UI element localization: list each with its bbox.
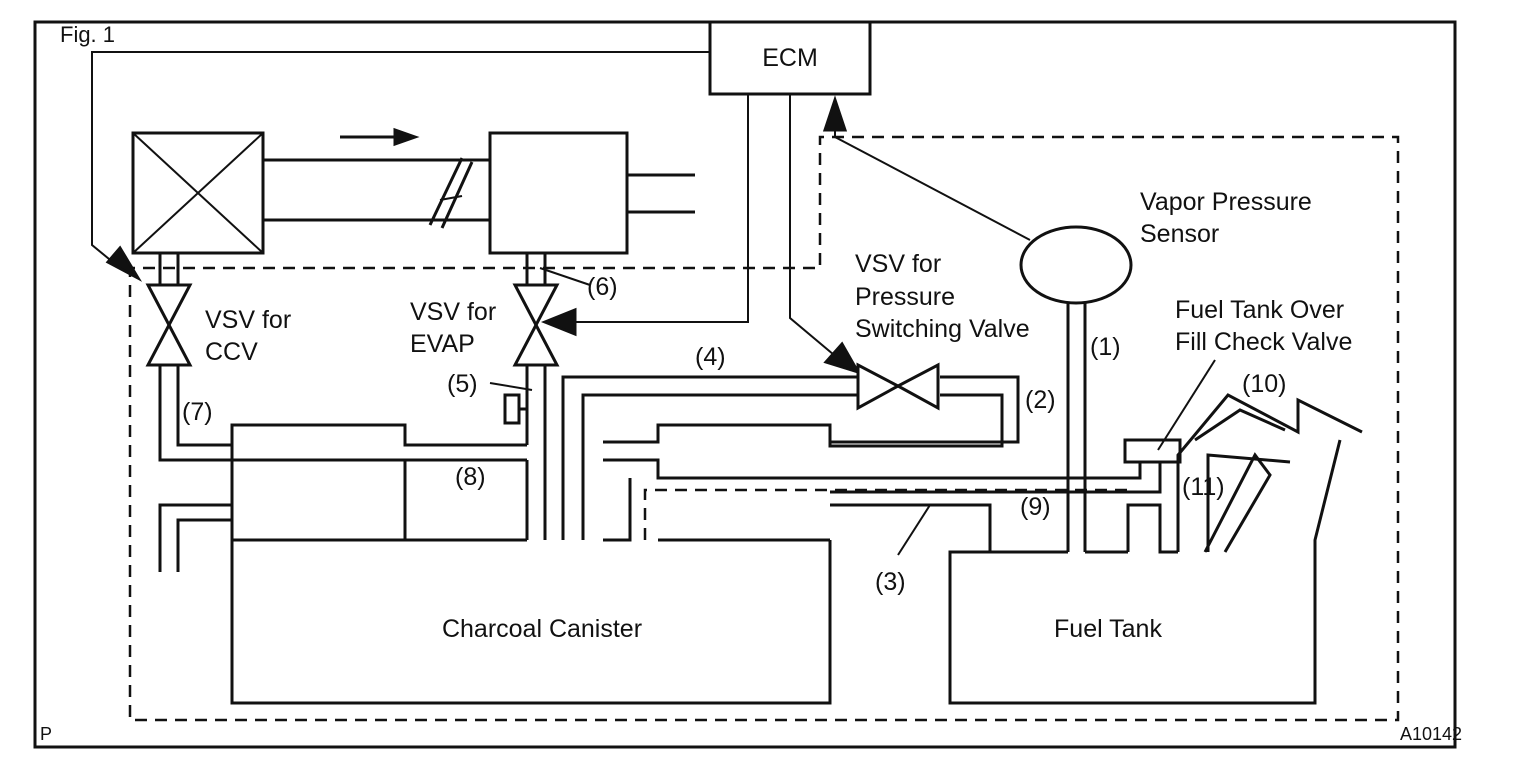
ecm-ccv-signal-line <box>91 51 710 269</box>
hose-3-upper <box>830 462 1142 480</box>
filler-neck <box>1194 408 1286 442</box>
hose-9-dashed <box>643 488 1128 540</box>
leader-5 <box>489 382 533 391</box>
over-fill-check-valve-icon <box>1123 438 1182 464</box>
fuel-tank-left-wall <box>1126 503 1178 554</box>
canister-middle-top <box>603 375 1020 444</box>
callout-2: (2) <box>1025 386 1056 414</box>
callout-8: (8) <box>455 463 486 491</box>
vsv-psv-label-2: Pressure <box>855 283 955 311</box>
callout-5: (5) <box>447 370 478 398</box>
filler-pipe-outer <box>1176 393 1363 552</box>
over-fill-label-2: Fill Check Valve <box>1175 328 1352 356</box>
vsv-ccv-label-2: CCV <box>205 338 258 366</box>
hose-7-left <box>158 365 232 462</box>
ecm-psv-signal-line <box>789 94 841 361</box>
ecm-label: ECM <box>762 44 818 72</box>
figure-code: A10142 <box>1400 724 1462 744</box>
leader-3 <box>897 504 931 556</box>
corner-label-p: P <box>40 724 52 744</box>
throttle-valve-icon <box>428 157 474 229</box>
filler-pipe-inner <box>1206 453 1291 552</box>
charcoal-canister-label: Charcoal Canister <box>442 615 642 643</box>
callout-9: (9) <box>1020 493 1051 521</box>
ccv-signal-arrowhead <box>105 245 143 282</box>
tube-11 <box>1203 452 1272 553</box>
over-fill-label-1: Fuel Tank Over <box>1175 296 1344 324</box>
vsv-ccv-valve-icon <box>145 283 193 367</box>
psv-signal-arrowhead <box>823 341 862 375</box>
evap-signal-arrowhead <box>540 307 577 337</box>
vapor-pressure-sensor-icon <box>1019 225 1133 305</box>
air-vent-left <box>158 503 232 572</box>
filter-icon <box>503 393 521 425</box>
figure-label: Fig. 1 <box>60 22 115 47</box>
callout-4: (4) <box>695 343 726 371</box>
intake-manifold-box <box>488 131 629 255</box>
vsv-psv-label-3: Switching Valve <box>855 315 1030 343</box>
canister-lower-left <box>603 478 632 542</box>
ecm-evap-signal-line <box>570 94 749 323</box>
sensor-signal-arrowhead <box>822 95 848 132</box>
canister-chamber-8 <box>232 458 407 540</box>
callout-7: (7) <box>182 398 213 426</box>
vsv-evap-label-2: EVAP <box>410 330 475 358</box>
callout-1: (1) <box>1090 333 1121 361</box>
vapor-sensor-label-1: Vapor Pressure <box>1140 188 1312 216</box>
callout-10: (10) <box>1242 370 1286 398</box>
callout-3: (3) <box>875 568 906 596</box>
leader-over-fill <box>1157 359 1216 451</box>
canister-middle-return <box>828 393 1004 448</box>
hose-3-lower-b <box>830 462 1162 494</box>
hose-7-right <box>176 365 527 447</box>
vsv-evap-valve-icon <box>512 283 560 367</box>
callout-6: (6) <box>587 273 618 301</box>
flow-arrow-icon <box>393 127 420 147</box>
hose-4-outer <box>561 375 858 540</box>
vsv-psv-valve-icon <box>856 362 940 411</box>
leader-6 <box>539 267 591 286</box>
air-vent-right <box>176 518 232 572</box>
hose-3-lower <box>830 503 992 554</box>
vsv-psv-label-1: VSV for <box>855 250 941 278</box>
vsv-ccv-label-1: VSV for <box>205 306 291 334</box>
canister-middle-left <box>603 458 830 480</box>
charcoal-canister-body <box>230 540 832 705</box>
fuel-tank-label: Fuel Tank <box>1054 615 1162 643</box>
fuel-tank-body <box>948 439 1342 705</box>
callout-11: (11) <box>1182 473 1225 501</box>
hose-4-inner <box>581 393 858 540</box>
system-boundary-dashed <box>128 135 1400 722</box>
air-cleaner-icon <box>131 131 265 255</box>
vsv-evap-label-1: VSV for <box>410 298 496 326</box>
vapor-sensor-label-2: Sensor <box>1140 220 1219 248</box>
